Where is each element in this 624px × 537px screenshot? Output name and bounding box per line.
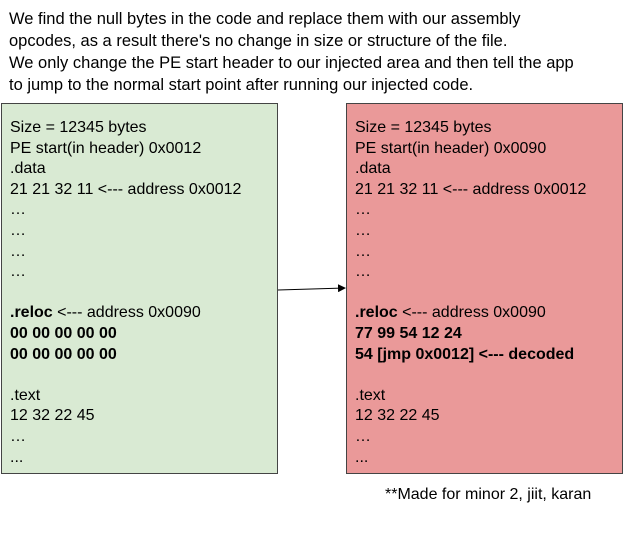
- ellipsis-line: …: [10, 242, 26, 260]
- intro-line: We find the null bytes in the code and r…: [9, 10, 521, 28]
- text-section-label: .text: [10, 386, 41, 404]
- size-line: Size = 12345 bytes: [355, 119, 492, 136]
- ellipsis-line: …: [10, 221, 26, 239]
- ellipsis-line: …: [355, 242, 371, 260]
- pe-start-line: PE start(in header) 0x0012: [10, 139, 202, 157]
- reloc-line: .reloc <--- address 0x0090: [10, 303, 277, 324]
- text-bytes-line: 12 32 22 45: [10, 407, 95, 425]
- ellipsis-line: ...: [10, 448, 24, 466]
- data-section-label: .data: [10, 160, 46, 178]
- reloc-line: .reloc <--- address 0x0090: [355, 303, 622, 324]
- ellipsis-line: …: [355, 427, 371, 445]
- reloc-address: <--- address 0x0090: [397, 304, 546, 322]
- intro-line: We only change the PE start header to ou…: [9, 54, 574, 72]
- ellipsis-line: …: [355, 221, 371, 239]
- data-bytes-line: 21 21 32 11 <--- address 0x0012: [10, 180, 242, 198]
- data-section-label: .data: [355, 160, 391, 178]
- ellipsis-line: …: [355, 201, 371, 219]
- text-bytes-line: 12 32 22 45: [355, 407, 440, 425]
- ellipsis-line: …: [10, 427, 26, 445]
- ellipsis-line: …: [10, 201, 26, 219]
- reloc-bytes-line: 54 [jmp 0x0012] <--- decoded: [355, 345, 575, 363]
- reloc-bytes-line: 00 00 00 00 00: [10, 324, 117, 342]
- arrow-line: [277, 284, 346, 293]
- ellipsis-line: …: [355, 263, 371, 281]
- reloc-bytes-line: 00 00 00 00 00: [10, 345, 117, 363]
- intro-line: opcodes, as a result there's no change i…: [9, 32, 508, 50]
- reloc-address: <--- address 0x0090: [52, 304, 201, 322]
- original-file-box: Size = 12345 bytes PE start(in header) 0…: [1, 103, 278, 474]
- reloc-label: .reloc: [355, 304, 398, 322]
- reloc-label: .reloc: [10, 304, 53, 322]
- credit-note: **Made for minor 2, jiit, karan: [385, 486, 592, 503]
- text-section-label: .text: [355, 386, 386, 404]
- ellipsis-line: …: [10, 263, 26, 281]
- modified-file-box: Size = 12345 bytes PE start(in header) 0…: [346, 103, 623, 474]
- data-bytes-line: 21 21 32 11 <--- address 0x0012: [355, 180, 587, 198]
- reloc-bytes-line: 77 99 54 12 24: [355, 324, 462, 342]
- ellipsis-line: ...: [355, 448, 369, 466]
- intro-text: We find the null bytes in the code and r…: [9, 8, 615, 96]
- pe-start-line: PE start(in header) 0x0090: [355, 139, 547, 157]
- intro-line: to jump to the normal start point after …: [9, 76, 474, 94]
- size-line: Size = 12345 bytes: [10, 119, 147, 136]
